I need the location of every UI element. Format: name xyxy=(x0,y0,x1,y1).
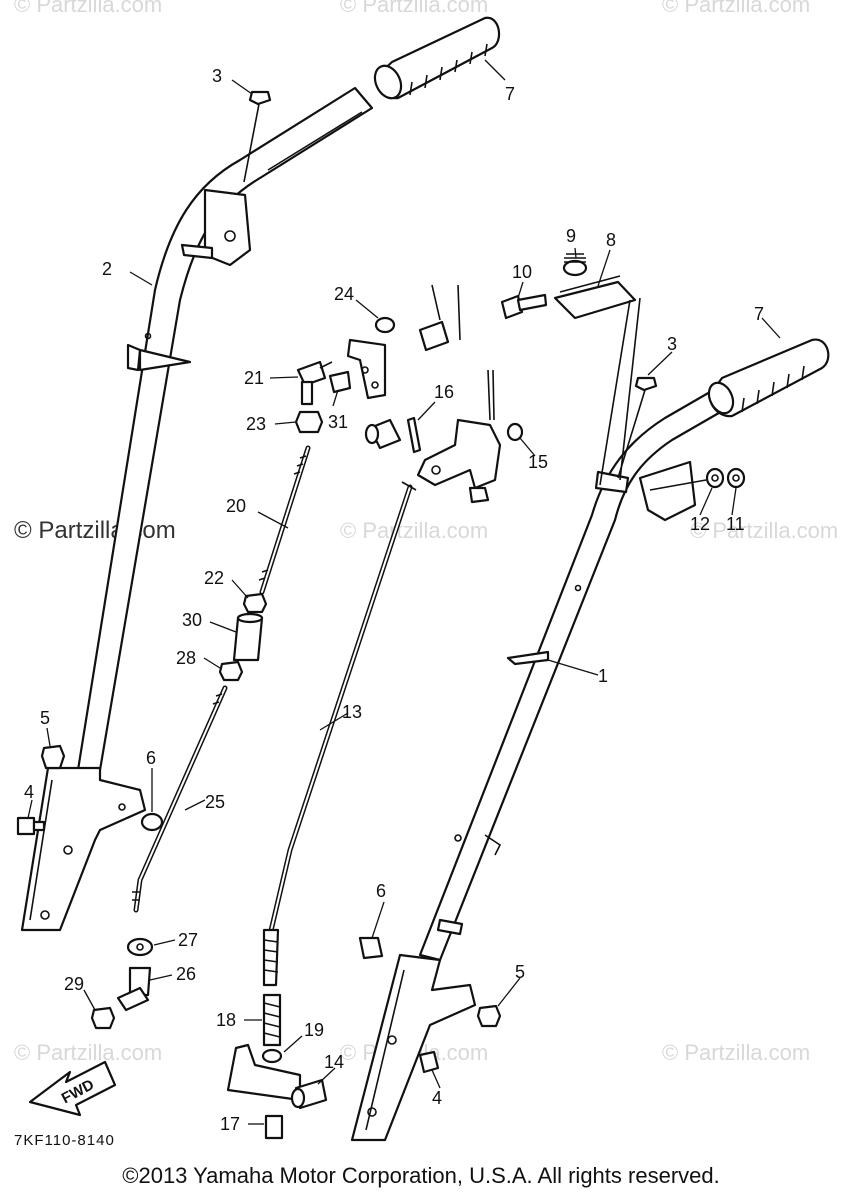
bolt-top xyxy=(243,90,272,183)
callout-31: 31 xyxy=(328,412,348,432)
spring-18 xyxy=(262,993,282,1047)
nut-27 xyxy=(126,937,154,957)
callout-11: 11 xyxy=(726,514,745,534)
nut-22 xyxy=(242,592,268,614)
callout-7: 7 xyxy=(505,84,515,104)
callout-13: 13 xyxy=(342,702,362,722)
callout-28: 28 xyxy=(176,648,196,668)
rod-25 xyxy=(132,685,228,913)
rod-20 xyxy=(258,445,311,595)
watermark: © Partzilla.com xyxy=(14,1040,163,1065)
pin-6-left xyxy=(140,812,164,832)
callout-26: 26 xyxy=(176,964,196,984)
watermark: © Partzilla.com xyxy=(690,518,839,543)
callout-12: 12 xyxy=(690,514,710,534)
nut-5-left xyxy=(40,744,66,770)
callout-7: 7 xyxy=(754,304,764,324)
callout-20: 20 xyxy=(226,496,246,516)
callout-4: 4 xyxy=(24,782,34,802)
washer-19 xyxy=(261,1048,283,1064)
watermark: © Partzilla.com xyxy=(340,518,489,543)
nut-28 xyxy=(218,660,244,682)
copyright-notice: ©2013 Yamaha Motor Corporation, U.S.A. A… xyxy=(122,1163,720,1188)
callout-6: 6 xyxy=(376,881,386,901)
callout-22: 22 xyxy=(204,568,224,588)
callout-10: 10 xyxy=(512,262,532,282)
diagram-code: 7KF110-8140 xyxy=(14,1132,115,1149)
watermark: © Partzilla.com xyxy=(662,1040,811,1065)
callout-15: 15 xyxy=(528,452,548,472)
bolt-4-left xyxy=(16,816,36,836)
callout-17: 17 xyxy=(220,1114,240,1134)
watermark: © Partzilla.com xyxy=(14,0,163,17)
nut-11 xyxy=(726,467,746,489)
callout-2: 2 xyxy=(102,259,112,279)
left-handlebar xyxy=(20,86,374,932)
callout-18: 18 xyxy=(216,1010,236,1030)
callout-9: 9 xyxy=(566,226,576,246)
washer-12 xyxy=(705,467,725,489)
thread-13 xyxy=(262,928,280,987)
rod-13 xyxy=(267,481,417,938)
callout-1: 1 xyxy=(598,666,608,686)
bolt-10 xyxy=(500,293,548,320)
callout-6: 6 xyxy=(146,748,156,768)
nut-5-right xyxy=(476,1004,502,1028)
callout-30: 30 xyxy=(182,610,202,630)
grip-right xyxy=(707,338,830,418)
joint-26 xyxy=(116,966,152,1012)
callout-3: 3 xyxy=(667,334,677,354)
grip-top xyxy=(373,16,501,100)
callout-23: 23 xyxy=(246,414,266,434)
fwd-arrow: FWD xyxy=(28,1060,117,1117)
callout-5: 5 xyxy=(515,962,525,982)
bolt-4-right xyxy=(418,1050,440,1074)
callout-19: 19 xyxy=(304,1020,324,1040)
watermark: © Partzilla.com xyxy=(662,0,811,17)
rod-end-21 xyxy=(296,360,333,406)
callout-24: 24 xyxy=(334,284,354,304)
callout-16: 16 xyxy=(434,382,454,402)
nut-23 xyxy=(294,410,324,434)
upper-bracket xyxy=(328,284,461,400)
callout-14: 14 xyxy=(324,1052,344,1072)
callout-4: 4 xyxy=(432,1088,442,1108)
callout-3: 3 xyxy=(212,66,222,86)
sleeve-30 xyxy=(232,616,264,662)
callout-29: 29 xyxy=(64,974,84,994)
lower-bracket xyxy=(226,1043,328,1140)
link-bracket xyxy=(364,369,524,504)
lever-cap xyxy=(553,275,641,486)
bolt-6-right xyxy=(358,936,384,960)
spring xyxy=(562,253,588,277)
callout-27: 27 xyxy=(178,930,198,950)
callout-8: 8 xyxy=(606,230,616,250)
watermark: © Partzilla.com xyxy=(340,0,489,17)
right-handlebar xyxy=(350,390,726,1142)
callout-21: 21 xyxy=(244,368,264,388)
callout-25: 25 xyxy=(205,792,225,812)
nut-29 xyxy=(90,1006,116,1030)
watermark: © Partzilla.com xyxy=(14,517,176,544)
callout-5: 5 xyxy=(40,708,50,728)
